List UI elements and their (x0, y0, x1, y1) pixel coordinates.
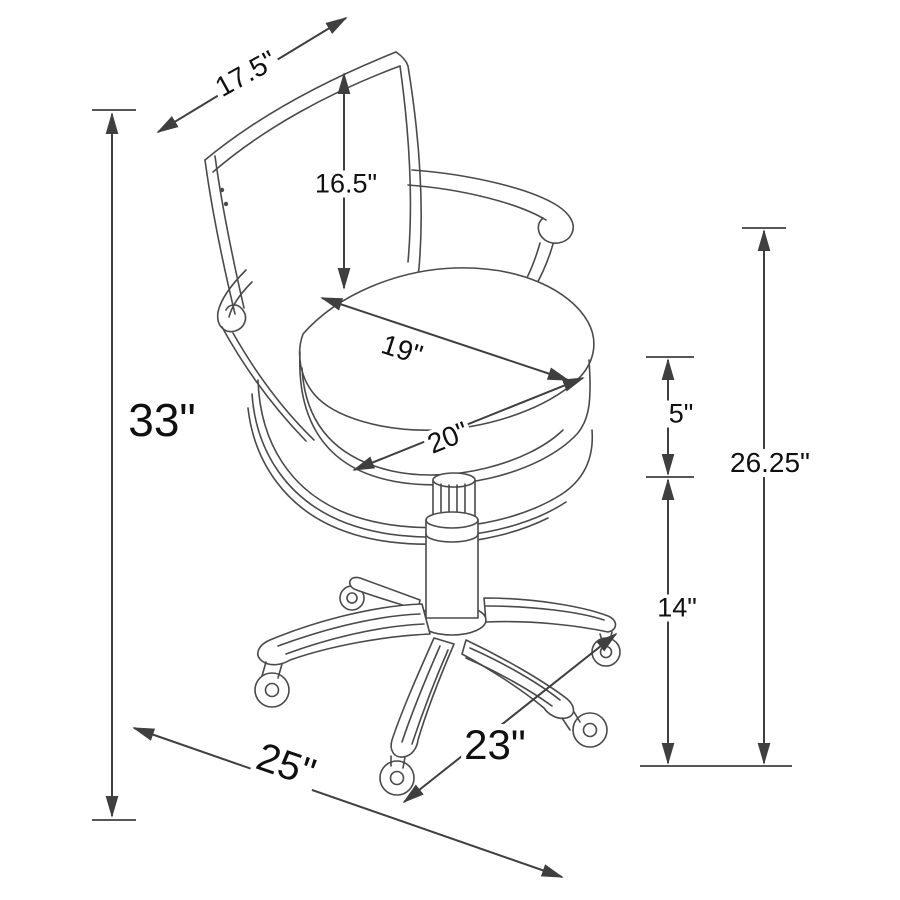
dim-label-floor-to-seat: 14" (654, 594, 700, 622)
dimension-lines (92, 17, 792, 878)
dim-arrow-seat-depth (320, 297, 570, 381)
dim-arrow-floor-to-seat (640, 478, 792, 767)
chair-seat-ring (247, 379, 594, 545)
chair-armrest-left-support (221, 326, 315, 442)
chair-line-drawing (204, 51, 621, 796)
dim-label-floor-to-arm: 26.25" (726, 449, 814, 477)
chair-base-leg-right (483, 597, 621, 667)
dim-arrow-floor-to-arm (742, 227, 786, 765)
chair-back-panel (204, 51, 422, 315)
dim-arrow-seat-width (352, 377, 585, 471)
dim-arrow-overall-height (92, 109, 136, 821)
chair-base-leg-back (339, 576, 421, 611)
dim-label-back-height: 16.5" (311, 170, 381, 198)
dim-arrow-overall-depth (132, 727, 564, 878)
chair-gas-lift (425, 472, 479, 619)
chair-base-leg-left (254, 603, 431, 708)
dim-label-overall-height: 33" (125, 397, 199, 443)
chair-armrest-left (216, 269, 253, 333)
dim-label-cushion-to-arm: 5" (665, 400, 697, 428)
dim-label-base-spread: 23" (461, 724, 529, 766)
